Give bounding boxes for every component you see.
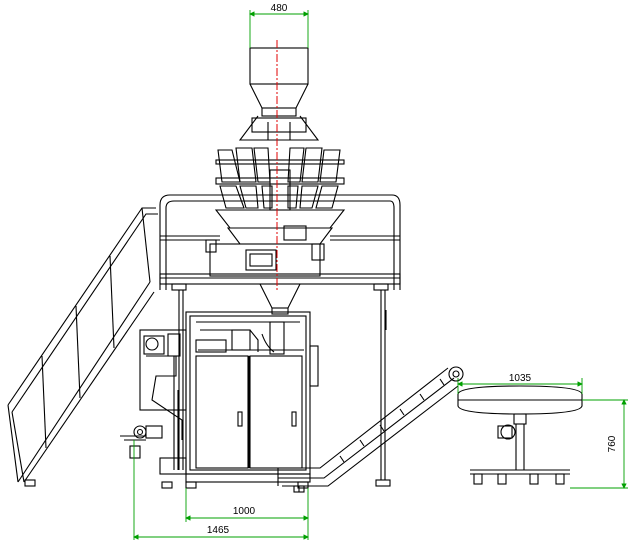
dimension-hopper: 480 [249,3,309,48]
film-unwind [120,329,187,489]
hopper-width-label: 480 [271,3,288,14]
dimension-frame-width: 1000 [185,488,309,522]
dimension-overall-width: 1465 [133,440,309,540]
multihead-weigher [205,47,346,315]
dimension-table-width: 1035 [457,373,583,394]
packing-machine [185,311,319,489]
frame-width-label: 1000 [233,506,256,517]
rotary-table [457,385,583,485]
platform-railing [159,194,401,487]
overall-width-label: 1465 [207,525,230,536]
output-conveyor [277,366,464,493]
table-width-label: 1035 [509,373,532,384]
staircase [7,207,158,487]
dimension-table-height: 760 [570,399,628,489]
table-height-label: 760 [607,435,618,452]
